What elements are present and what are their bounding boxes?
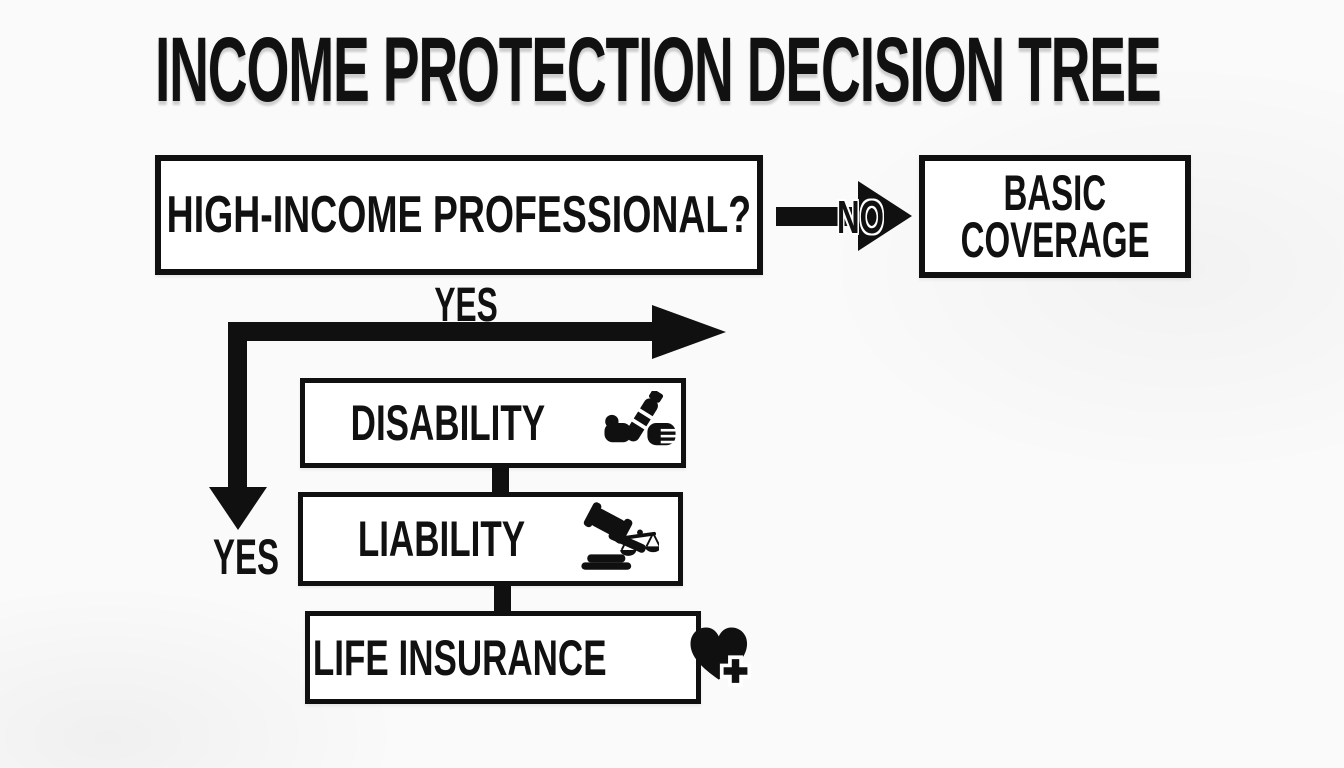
no-arrow-shaft [776, 207, 870, 226]
gavel-scales-icon [581, 502, 659, 570]
yes-arrow-right-shaft [228, 322, 656, 341]
basic-coverage-line2: COVERAGE [960, 211, 1150, 268]
liability-box: LIABILITY [298, 492, 683, 586]
question-box-label: HIGH-INCOME PROFESSIONAL? [166, 186, 752, 244]
yes-label-left: YES [213, 529, 280, 585]
no-arrow-label: NO [837, 191, 884, 243]
question-box-high-income-professional: HIGH-INCOME PROFESSIONAL? [155, 155, 763, 275]
heart-plus-icon [690, 626, 751, 687]
connector-disability-liability [492, 463, 509, 497]
yes-arrow-down-head [209, 487, 267, 530]
page-title-text: INCOME PROTECTION DECISION TREE [155, 19, 1162, 121]
yes-arrow-right-head [652, 305, 726, 359]
disability-box: DISABILITY [300, 378, 686, 468]
page-title: INCOME PROTECTION DECISION TREE [155, 24, 1344, 116]
yes-arrow-down-shaft [228, 322, 247, 489]
connector-liability-life [494, 581, 511, 617]
no-arrow-head [858, 181, 912, 251]
basic-coverage-line1: BASIC [1003, 164, 1107, 221]
life-insurance-label: LIFE INSURANCE [313, 629, 607, 686]
life-insurance-box: LIFE INSURANCE [305, 611, 751, 704]
arm-cast-icon [604, 391, 677, 446]
liability-label: LIABILITY [357, 511, 526, 567]
disability-label: DISABILITY [350, 395, 546, 451]
basic-coverage-box: BASIC COVERAGE [919, 155, 1191, 278]
